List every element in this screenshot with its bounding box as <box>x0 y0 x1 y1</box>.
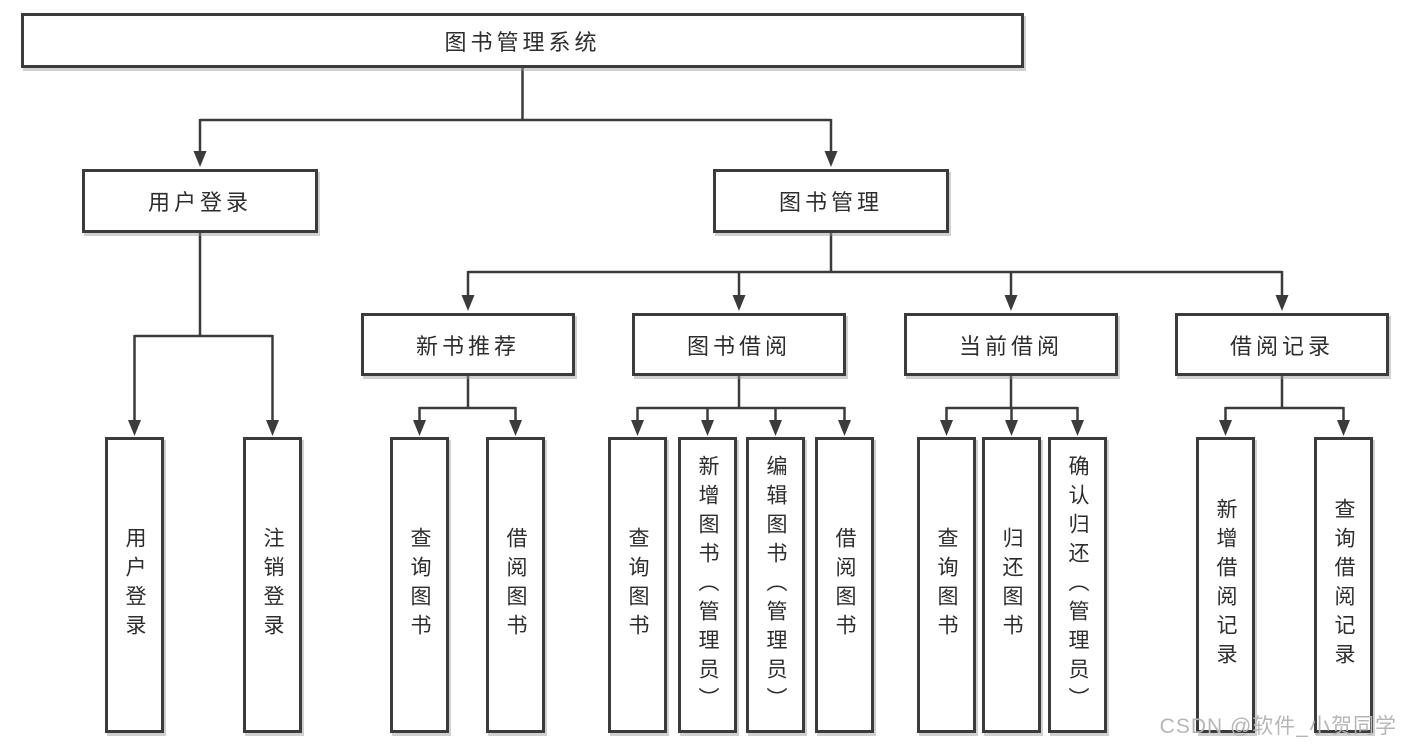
node-root: 图书管理系统 <box>21 13 1024 68</box>
leaf-logout: 注销登录 <box>243 437 302 733</box>
leaf-query-books-borrow: 查询图书 <box>608 437 667 733</box>
node-user-login: 用户登录 <box>82 169 318 233</box>
leaf-query-borrow-record: 查询借阅记录 <box>1314 437 1373 733</box>
leaf-query-books-current: 查询图书 <box>917 437 976 733</box>
leaf-add-books-admin: 新增图书（管理员） <box>678 437 737 733</box>
leaf-return-books: 归还图书 <box>982 437 1041 733</box>
watermark-text: CSDN @软件_小贺同学 <box>1159 715 1397 738</box>
leaf-user-login: 用户登录 <box>105 437 164 733</box>
node-current-borrowing: 当前借阅 <box>904 313 1118 376</box>
node-new-book-recommendation: 新书推荐 <box>361 313 575 376</box>
leaf-query-books-recommend: 查询图书 <box>390 437 449 733</box>
leaf-borrow-books: 借阅图书 <box>815 437 874 733</box>
leaf-confirm-return-admin: 确认归还（管理员） <box>1048 437 1107 733</box>
leaf-add-borrow-record: 新增借阅记录 <box>1196 437 1255 733</box>
leaf-borrow-books-recommend: 借阅图书 <box>486 437 545 733</box>
node-borrowing-records: 借阅记录 <box>1175 313 1389 376</box>
node-book-management: 图书管理 <box>713 169 949 233</box>
leaf-edit-books-admin: 编辑图书（管理员） <box>746 437 805 733</box>
node-book-borrowing: 图书借阅 <box>632 313 846 376</box>
